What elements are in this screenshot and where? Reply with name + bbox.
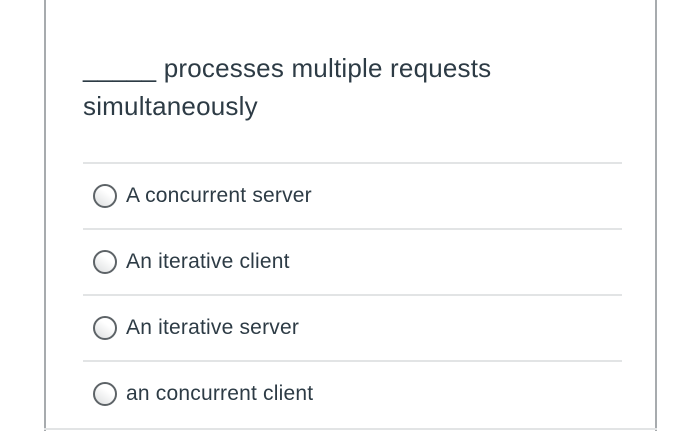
radio-button-icon[interactable] (93, 382, 117, 406)
answer-option[interactable]: an concurrent client (83, 362, 622, 426)
divider (83, 360, 622, 362)
answer-option[interactable]: An iterative server (83, 296, 622, 360)
card-left-border (44, 0, 46, 431)
answer-option-label[interactable]: an concurrent client (126, 382, 314, 405)
answer-option-label[interactable]: An iterative client (126, 250, 290, 273)
card-right-border (655, 0, 657, 431)
answer-option-label[interactable]: A concurrent server (126, 184, 312, 207)
answer-options-list: A concurrent server An iterative client … (83, 162, 622, 426)
divider (83, 228, 622, 230)
radio-button-icon[interactable] (93, 250, 117, 274)
answer-option-label[interactable]: An iterative server (126, 316, 300, 339)
divider (44, 428, 657, 430)
question-text: _____ processes multiple requests simult… (83, 53, 492, 121)
divider (83, 294, 622, 296)
answer-option[interactable]: A concurrent server (83, 164, 622, 228)
radio-button-icon[interactable] (93, 316, 117, 340)
answer-option[interactable]: An iterative client (83, 230, 622, 294)
divider (83, 162, 622, 164)
radio-button-icon[interactable] (93, 184, 117, 208)
